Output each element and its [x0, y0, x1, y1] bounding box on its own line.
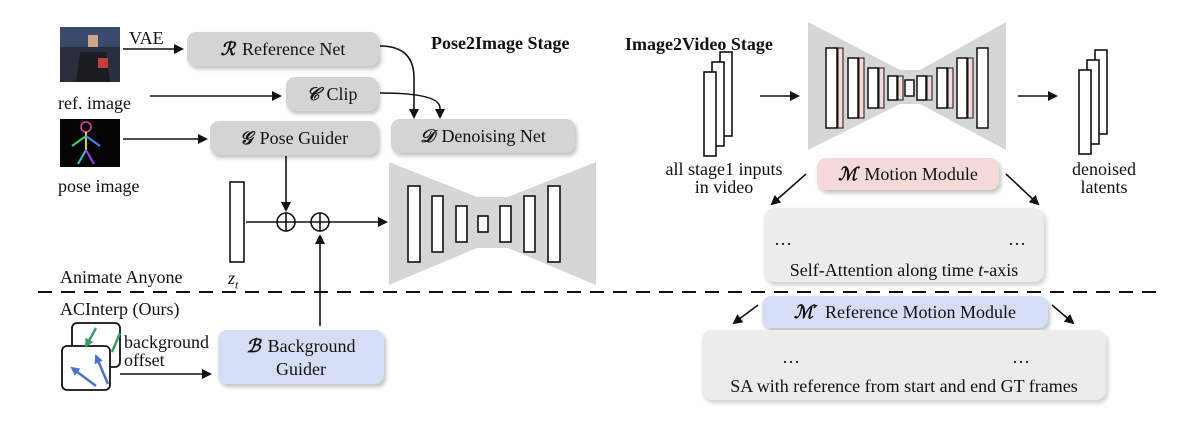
arrow-motion-right	[1005, 173, 1040, 206]
unet-video	[808, 22, 1006, 150]
add-operator-1	[276, 212, 296, 232]
image2video-stage-title: Image2Video Stage	[625, 34, 773, 54]
self-attention-panel: … … Self-Attention along time t-axis	[764, 208, 1044, 282]
vae-label: VAE	[129, 28, 164, 48]
self-attention-caption: Self-Attention along time t-axis	[789, 260, 1019, 280]
sa-ref-ellipsis-right: …	[1012, 347, 1030, 367]
arrow-clip-to-denoise	[379, 92, 445, 119]
add-operator-2	[310, 212, 330, 232]
sa-reference-panel: … … SA with reference from start and end…	[702, 330, 1106, 400]
arrow-refmotion-right	[1051, 304, 1075, 325]
unet-denoising	[389, 162, 596, 285]
denoised-latents-stack	[1078, 49, 1108, 155]
sa-reference-caption: SA with reference from start and end GT …	[730, 376, 1078, 396]
ref-image-thumbnail	[60, 27, 120, 82]
animate-anyone-label: Animate Anyone	[60, 267, 183, 287]
arrow-refmotion-left	[732, 304, 759, 325]
background-offset-icon	[61, 322, 122, 391]
pose-image-label: pose image	[58, 176, 140, 196]
ref-image-label: ref. image	[58, 93, 131, 113]
sa-ellipsis-right: …	[1008, 229, 1026, 249]
pose-image-thumbnail	[60, 119, 120, 167]
pose2image-stage-title: Pose2Image Stage	[431, 33, 570, 53]
stage1-inputs-stack	[703, 51, 733, 157]
zt-label: zt	[228, 268, 239, 292]
acinterp-label: ACInterp (Ours)	[60, 299, 180, 319]
latent-bar	[229, 181, 245, 263]
sa-ellipsis-left: …	[774, 229, 792, 249]
arrow-refnet-to-denoise	[379, 45, 419, 119]
sa-ref-ellipsis-left: …	[782, 347, 800, 367]
arrow-motion-left	[770, 173, 807, 206]
reference-motion-module-box: ℳ′Reference Motion Module	[762, 296, 1048, 328]
